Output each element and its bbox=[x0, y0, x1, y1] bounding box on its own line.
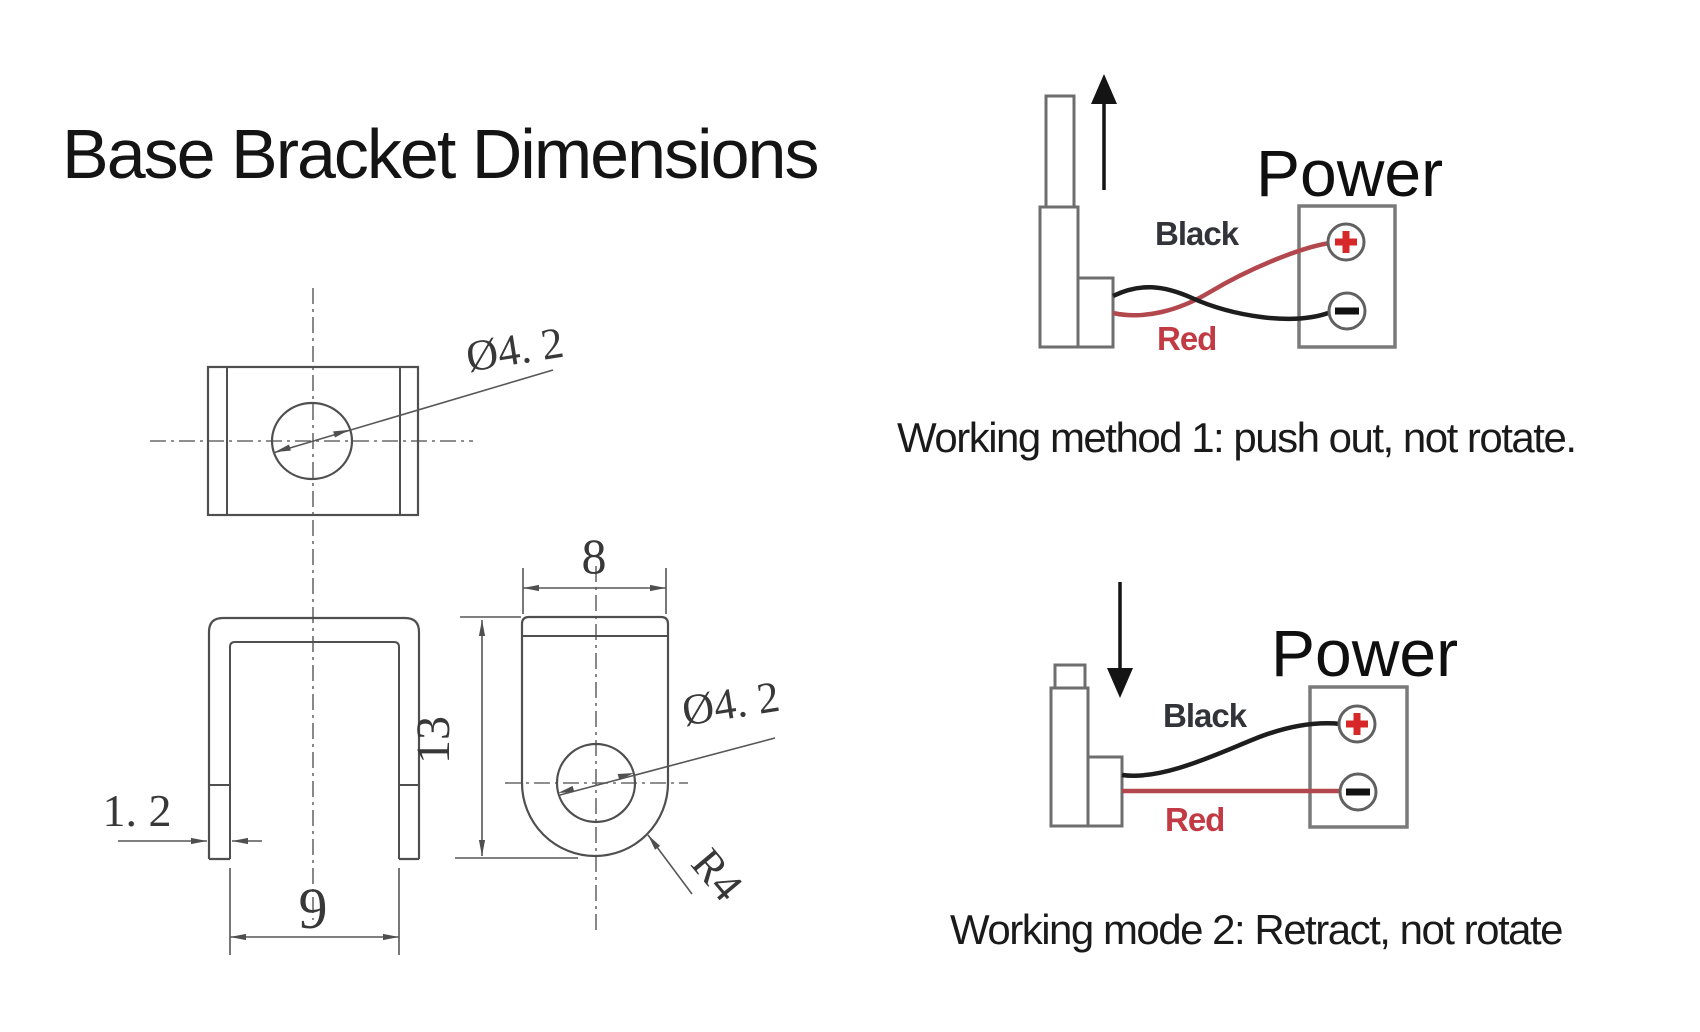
side-dia-leader-line bbox=[559, 737, 776, 796]
power-label: Power bbox=[1256, 136, 1443, 210]
front-view-outer-outline bbox=[207, 616, 421, 859]
black-wire bbox=[1121, 721, 1342, 779]
power-label: Power bbox=[1271, 616, 1458, 690]
black-wire bbox=[1112, 285, 1332, 322]
leader-arrowhead bbox=[617, 773, 634, 781]
top-view-hole bbox=[270, 401, 354, 481]
side-view-outline bbox=[520, 615, 670, 858]
leader-arrowhead bbox=[274, 444, 291, 453]
top-view-outline bbox=[206, 365, 420, 517]
up-arrow-icon bbox=[1091, 74, 1117, 190]
actuator-connector bbox=[1076, 276, 1115, 349]
red-wire-label: Red bbox=[1157, 320, 1216, 357]
minus-terminal-icon bbox=[1338, 772, 1378, 812]
down-arrow-icon bbox=[1107, 582, 1133, 698]
side-height-dim-label: 13 bbox=[407, 716, 460, 764]
leader-arrowhead bbox=[333, 429, 350, 438]
inner-width-dim-label: 9 bbox=[299, 876, 328, 941]
side-width-dim-label: 8 bbox=[582, 528, 607, 584]
actuator-body bbox=[1049, 686, 1090, 828]
front-view-inner-outline bbox=[229, 641, 400, 859]
method-2-caption: Working mode 2: Retract, not rotate bbox=[950, 906, 1562, 953]
plus-terminal-icon bbox=[1337, 704, 1377, 744]
black-wire-label: Black bbox=[1163, 697, 1248, 734]
top-view-dia-leader-line bbox=[272, 369, 554, 454]
bracket-front-view: 1. 2 9 bbox=[103, 616, 421, 955]
actuator-body bbox=[1038, 205, 1080, 349]
side-view-hole bbox=[555, 742, 637, 824]
minus-terminal-icon bbox=[1327, 291, 1367, 331]
red-wire bbox=[1112, 240, 1331, 318]
black-wire-label: Black bbox=[1155, 215, 1240, 252]
page-title: Base Bracket Dimensions bbox=[62, 115, 817, 193]
bracket-top-view: Ø4. 2 bbox=[150, 288, 567, 920]
plus-terminal-icon bbox=[1326, 222, 1366, 262]
wiring-method-1: Power Black Red bbox=[1038, 74, 1443, 357]
thickness-dim-label: 1. 2 bbox=[103, 785, 172, 836]
actuator-connector bbox=[1086, 755, 1124, 828]
leader-arrowhead bbox=[648, 835, 661, 850]
method-1-caption: Working method 1: push out, not rotate. bbox=[897, 414, 1576, 461]
leader-arrowhead bbox=[558, 785, 575, 793]
wiring-method-2: Power Black Red bbox=[1049, 582, 1458, 838]
red-wire-label: Red bbox=[1165, 801, 1224, 838]
actuator-rod-extended bbox=[1044, 94, 1076, 209]
actuator-rod-retracted bbox=[1053, 663, 1087, 690]
